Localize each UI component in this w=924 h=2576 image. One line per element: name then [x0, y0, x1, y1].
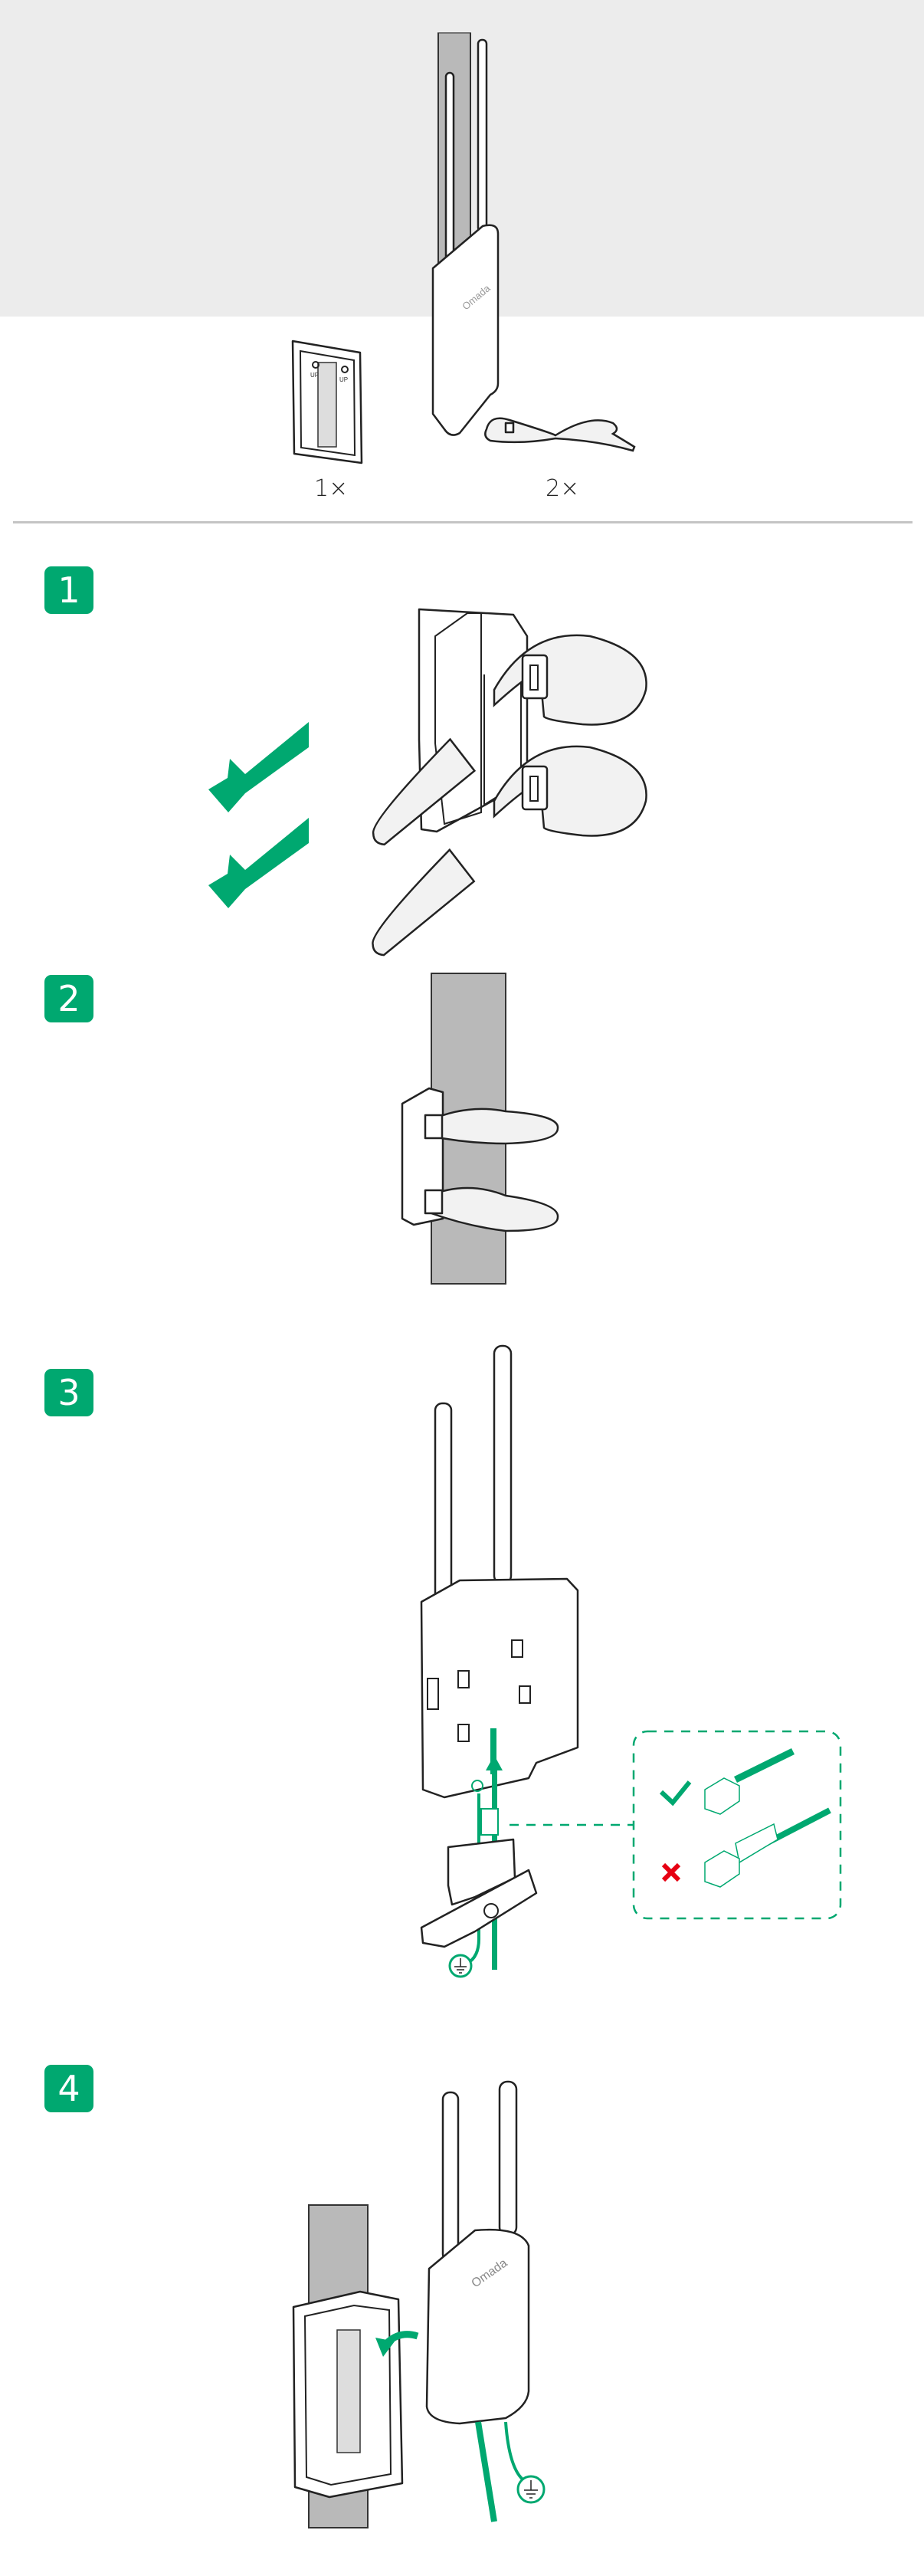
pull-arrow: [208, 818, 309, 908]
cable-tie-icon: [484, 417, 636, 452]
bottom-cover: [420, 1869, 538, 1948]
step-1-badge: 1: [44, 566, 93, 614]
step-4-badge: 4: [44, 2065, 93, 2112]
booted-rj45-connector: [704, 1807, 831, 1888]
svg-text:UP: UP: [310, 372, 319, 379]
hero-device-on-pole: Omada: [431, 32, 500, 436]
step-2-badge: 2: [44, 975, 93, 1022]
antenna: [434, 1402, 453, 1612]
ground-icon: [448, 1954, 473, 1978]
check-icon: [659, 1780, 692, 1806]
antenna: [441, 2091, 460, 2263]
bracket-quantity: 1×: [314, 475, 349, 502]
device-body: [431, 224, 500, 436]
step-3-badge: 3: [44, 1369, 93, 1416]
antenna: [493, 1344, 513, 1585]
device-back: [420, 1577, 579, 1799]
cable-tie-quantity: 2×: [546, 475, 580, 502]
antenna: [498, 2080, 518, 2236]
rj45-connector: [480, 1808, 499, 1836]
svg-text:UP: UP: [339, 376, 348, 383]
cable-tie: [372, 745, 647, 957]
cable-tie: [428, 1108, 559, 1145]
connector-callout: [632, 1730, 842, 1920]
section-divider: [13, 521, 913, 523]
step4-illustration: Omada: [292, 2080, 546, 2528]
ground-icon: [516, 2475, 546, 2504]
step3-illustration: [420, 1344, 842, 1978]
cross-icon: [661, 1862, 681, 1882]
ground-wire: [504, 2421, 529, 2485]
cable-cover: [447, 1838, 516, 1906]
mounting-bracket-icon: UP UP: [291, 340, 363, 464]
cable-tie: [428, 1186, 559, 1232]
flat-rj45-connector: [704, 1747, 795, 1815]
cable-tie: [372, 634, 647, 846]
step2-illustration: [401, 973, 559, 1285]
ethernet-cable: [475, 2421, 497, 2522]
antenna: [477, 38, 488, 233]
device-body: [425, 2228, 530, 2425]
antenna: [444, 71, 455, 266]
pull-arrow: [208, 722, 309, 812]
step1-illustration: [208, 608, 647, 957]
